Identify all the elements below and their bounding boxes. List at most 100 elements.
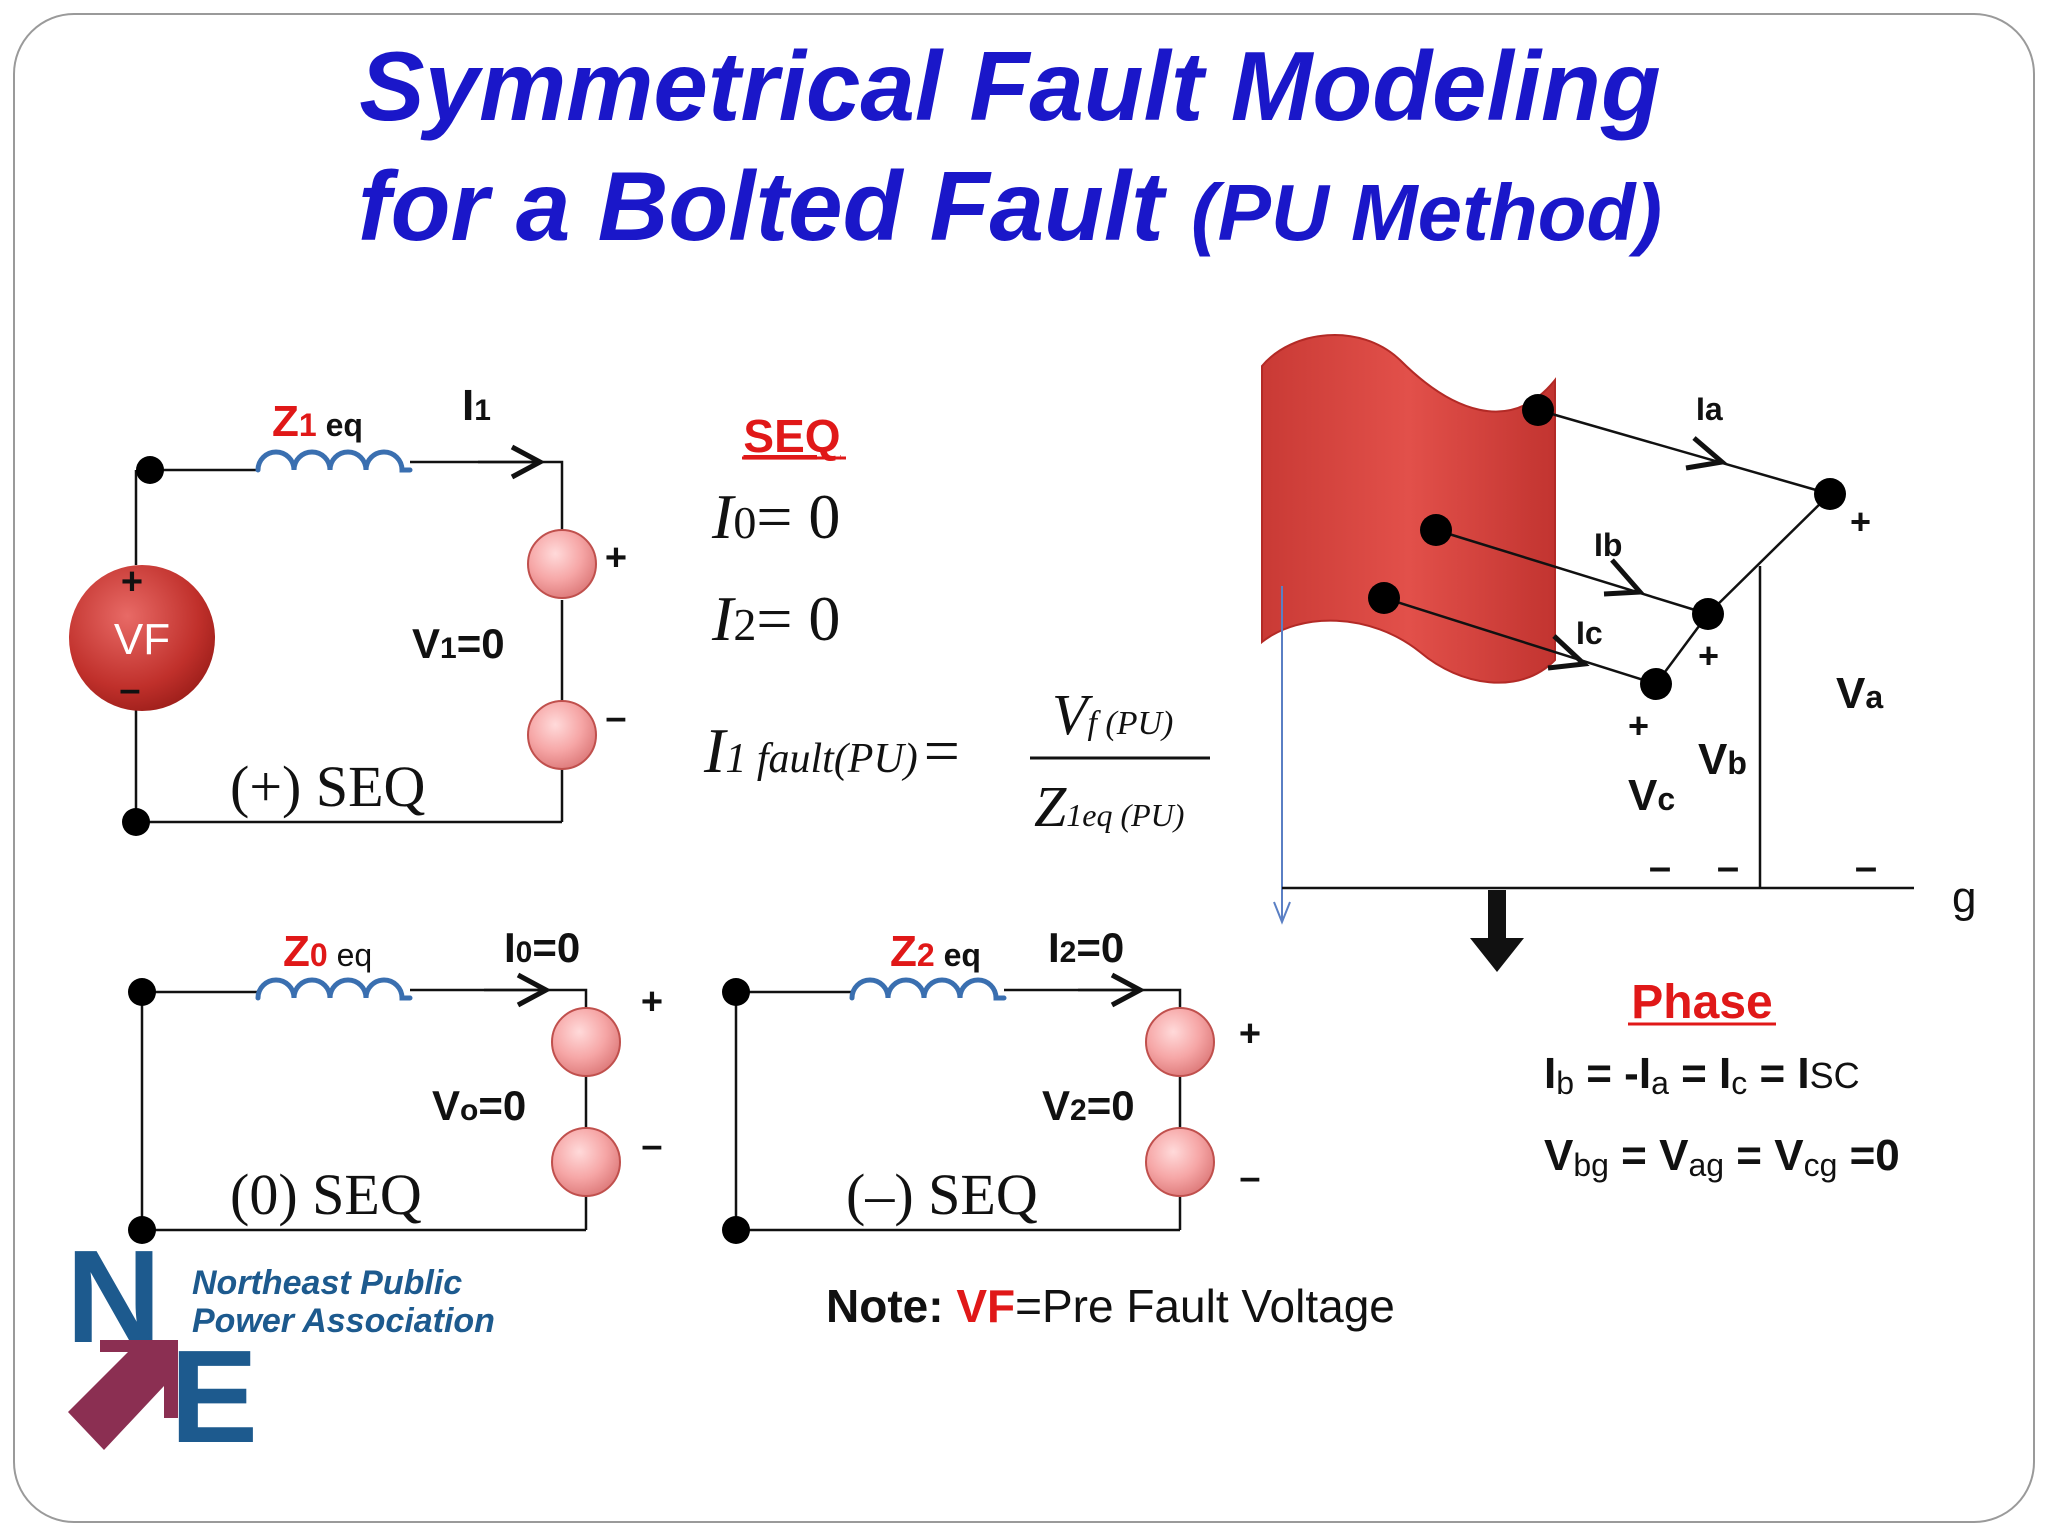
z1-label: Z1 eq	[272, 397, 363, 446]
vf-source	[69, 565, 215, 711]
phase-heading: Phase	[1631, 976, 1772, 1029]
i1-label: I1	[462, 381, 491, 430]
v0-label: Vo=0	[432, 1082, 526, 1129]
node	[722, 1216, 750, 1244]
node	[1368, 582, 1400, 614]
phase-eq-segment: =0	[1837, 1131, 1899, 1180]
minus-c: –	[1649, 845, 1671, 889]
v2-label: V2=0	[1042, 1082, 1135, 1129]
eq-fault-denominator: Z1eq (PU)	[1034, 774, 1184, 839]
voltage-source-bottom	[527, 700, 597, 770]
label-ib: Ib	[1594, 527, 1622, 563]
vf-plus: +	[121, 561, 143, 603]
voltage-source-bottom	[551, 1127, 621, 1197]
arrow-ib	[1603, 558, 1646, 597]
fault-bus	[1261, 334, 1556, 684]
phase-eq-currents: Ib = -Ia = Ic = ISC	[1544, 1049, 1860, 1101]
i0-label: I0=0	[504, 924, 580, 971]
phase-equations: Phase Ib = -Ia = Ic = ISC Vbg = Vag = Vc…	[1544, 976, 1900, 1183]
eq-fault-numerator: Vf (PU)	[1052, 682, 1173, 747]
node	[722, 978, 750, 1006]
eq-i2: I2= 0	[711, 583, 840, 654]
down-arrow	[1470, 938, 1524, 972]
current-arrow-i0	[516, 972, 552, 1008]
phase-eq-segment: =	[1724, 1131, 1774, 1180]
vf-source-label: VF	[114, 615, 170, 664]
logo-line1: Northeast Public	[192, 1264, 462, 1302]
phase-eq-segment: a	[1651, 1065, 1669, 1101]
phase-eq-segment: bg	[1573, 1147, 1609, 1183]
phase-eq-segment: I	[1797, 1049, 1809, 1098]
node	[1814, 478, 1846, 510]
inductor-z0	[255, 977, 413, 1001]
zero-seq-circuit: Z0 eq I0=0 Vo=0 + – (0) SEQ	[128, 924, 663, 1244]
arrow-ic	[1547, 634, 1590, 671]
slide-frame	[13, 13, 2035, 1523]
phase-eq-segment: I	[1544, 1049, 1556, 1098]
title-line1: Symmetrical Fault Modeling	[359, 31, 1660, 141]
node	[1522, 394, 1554, 426]
positive-seq-label: (+) SEQ	[230, 754, 425, 819]
phase-eq-segment: ag	[1688, 1147, 1724, 1183]
node	[1640, 668, 1672, 700]
eq-i0: I0= 0	[711, 481, 840, 552]
phase-eq-segment: =	[1747, 1049, 1797, 1098]
label-vb: Vb	[1698, 735, 1747, 784]
logo-line2: Power Association	[192, 1302, 495, 1340]
vf-minus: –	[119, 669, 140, 711]
title-line2: for a Bolted Fault (PU Method)	[358, 151, 1662, 261]
phase-eq-segment: =	[1609, 1131, 1659, 1180]
pos-plus: +	[605, 537, 627, 579]
phase-eq-segment: = -	[1574, 1049, 1639, 1098]
voltage-source-bottom	[1145, 1127, 1215, 1197]
phase-eq-voltages: Vbg = Vag = Vcg =0	[1544, 1131, 1900, 1183]
pos-minus: –	[605, 697, 626, 739]
node	[1692, 598, 1724, 630]
phase-eq-segment: cg	[1804, 1147, 1838, 1183]
label-vc: Vc	[1628, 771, 1675, 820]
voltage-source-top	[551, 1007, 621, 1077]
v1-label: V1=0	[412, 620, 505, 667]
phase-eq-segment: V	[1774, 1131, 1804, 1180]
node	[128, 1216, 156, 1244]
label-ic: Ic	[1576, 615, 1603, 651]
phase-eq-segment: I	[1719, 1049, 1731, 1098]
phase-eq-segment: V	[1659, 1131, 1689, 1180]
inductor-z2	[849, 977, 1007, 1001]
negative-seq-circuit: Z2 eq I2=0 V2=0 + – (–) SEQ	[722, 924, 1261, 1244]
plus-b: +	[1698, 635, 1719, 676]
note: Note: VF=Pre Fault Voltage	[826, 1280, 1395, 1332]
seq-equations: SEQ I0= 0 I2= 0 I1 fault(PU)= Vf (PU) Z1…	[703, 410, 1210, 839]
minus-b: –	[1717, 845, 1739, 889]
phase-eq-segment: V	[1544, 1131, 1574, 1180]
i2-label: I2=0	[1048, 924, 1124, 971]
voltage-source-top	[527, 529, 597, 599]
phase-eq-segment: b	[1556, 1065, 1574, 1101]
positive-seq-circuit: VF + – Z1 eq I1 V1=0 + – (+) SEQ	[69, 381, 627, 836]
current-arrow-i2	[1110, 972, 1146, 1008]
plus-a: +	[1850, 501, 1871, 542]
zero-seq-label: (0) SEQ	[230, 1162, 422, 1227]
inductor-z1	[255, 449, 413, 473]
phase-eq-segment: =	[1669, 1049, 1719, 1098]
z0-label: Z0 eq	[283, 927, 372, 976]
current-arrow-i1	[510, 444, 546, 480]
phase-eq-segment: I	[1639, 1049, 1651, 1098]
phase-diagram: Ia Ib Ic + + + Va Vb Vc – – – g	[1261, 334, 1976, 972]
npp-logo: N E Northeast Public Power Association	[66, 1223, 495, 1470]
zero-minus: –	[641, 1125, 662, 1167]
node	[122, 808, 150, 836]
phase-eq-segment: c	[1731, 1065, 1747, 1101]
minus-a: –	[1855, 845, 1877, 889]
phase-eq-segment: SC	[1810, 1055, 1860, 1096]
logo-arrow	[68, 1340, 178, 1450]
arrow-ia	[1685, 436, 1728, 471]
neg-plus: +	[1239, 1013, 1261, 1055]
negative-seq-label: (–) SEQ	[846, 1162, 1038, 1227]
node	[128, 978, 156, 1006]
node	[1420, 514, 1452, 546]
label-ia: Ia	[1696, 391, 1723, 427]
zero-plus: +	[641, 981, 663, 1023]
voltage-source-top	[1145, 1007, 1215, 1077]
